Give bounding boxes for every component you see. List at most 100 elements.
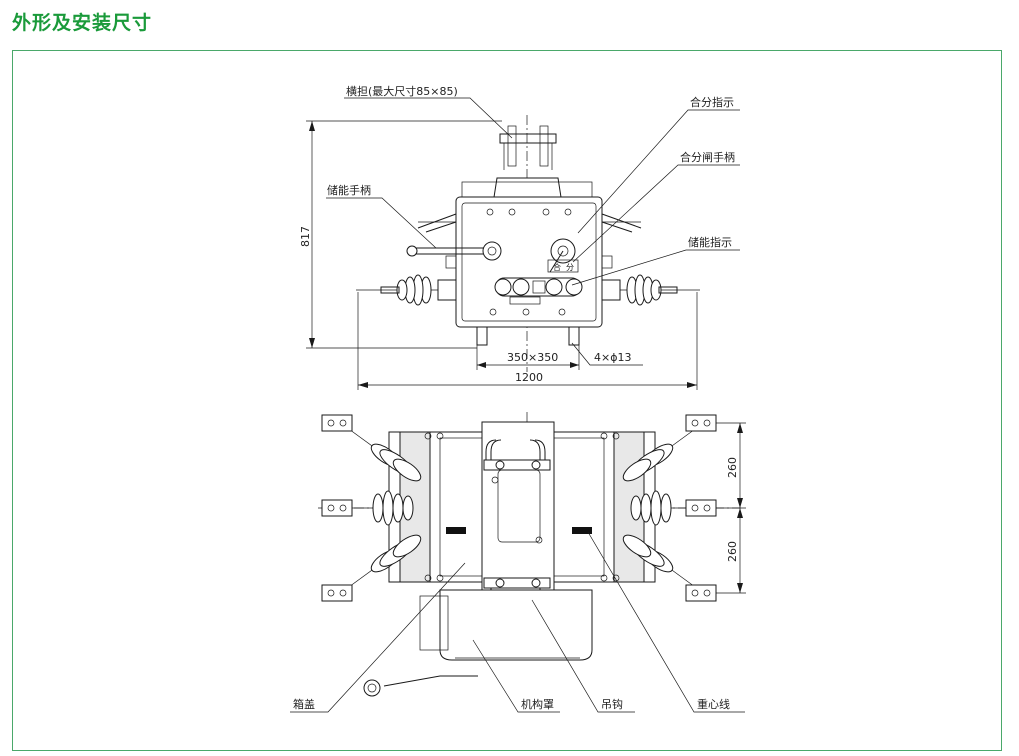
corner-bolt (436, 574, 444, 582)
dim-arrow (570, 362, 579, 368)
indicator-panel-right: 分 (566, 263, 574, 272)
label-lifting-hook: 吊钩 (601, 697, 623, 711)
insulator-bottom-right (622, 534, 703, 593)
insulator-middle-right (630, 490, 694, 526)
dim-arrow (477, 362, 486, 368)
insulator-middle-left (350, 490, 414, 526)
main-box (455, 196, 603, 328)
insulator-top-right (622, 423, 703, 482)
drawing-frame (12, 50, 1002, 751)
indicator-panel-left: 合 (553, 262, 561, 272)
label-open-close-handle: 合分闸手柄 (680, 150, 735, 164)
indicator-right (565, 278, 583, 296)
front-view: 合 分 (299, 84, 740, 390)
dim-base-label: 350×350 (507, 351, 558, 364)
corner-bolt (612, 432, 620, 440)
crossarm-bolt-right (539, 125, 549, 167)
mechanism-side (419, 595, 449, 651)
energy-handle-hub (482, 241, 502, 261)
open-close-handle-center (557, 245, 569, 257)
indicator-left (494, 278, 512, 296)
label-mechanism-cover: 机构罩 (521, 697, 554, 711)
side-bracket-left (417, 213, 457, 233)
insulator-left (396, 274, 432, 306)
nameplate (509, 296, 541, 305)
terminal-tl (321, 414, 353, 432)
flange-right (613, 431, 645, 583)
fitting-left (445, 255, 457, 269)
corner-bolt (612, 574, 620, 582)
dim-arrow (737, 423, 743, 433)
main-box-inner (461, 202, 597, 322)
box-bolt (564, 208, 572, 216)
leader-box-cover (290, 562, 466, 713)
dim-width-label: 1200 (515, 371, 543, 384)
leader-mechanism-cover (472, 639, 560, 713)
dim-arrow (309, 338, 315, 348)
dim-arrow (309, 121, 315, 131)
dim-spacing-top-label: 260 (726, 457, 739, 478)
dim-arrow (737, 508, 743, 518)
label-center-of-gravity: 重心线 (697, 697, 730, 711)
open-close-handle-lever (549, 250, 564, 273)
top-view: 260 260 箱盖 机构罩 吊钩 重心线 (290, 412, 746, 713)
label-energy-indicator: 储能指示 (688, 235, 732, 249)
box-bolt (489, 308, 497, 316)
terminal-ml (321, 499, 353, 517)
plate-bolt (535, 536, 543, 544)
leader-energy-indicator (571, 249, 740, 286)
dim-arrow (358, 382, 368, 388)
corner-bolt (600, 574, 608, 582)
box-bolt (508, 208, 516, 216)
indicator-center (532, 280, 546, 294)
lifting-hook-top (483, 439, 551, 471)
corner-bolt (436, 432, 444, 440)
crossarm-bar (499, 133, 557, 144)
dim-height-label: 817 (299, 226, 312, 247)
box-bolt (558, 308, 566, 316)
leader-open-close-indicator (577, 109, 740, 234)
dim-holes-leader (571, 342, 643, 366)
terminal-tr (685, 414, 717, 432)
insulator-top-left (341, 423, 422, 482)
bushing-base-right (601, 279, 621, 301)
crossarm-bolt-left (507, 125, 517, 167)
box-bolt (522, 308, 530, 316)
dim-arrow (737, 583, 743, 593)
dim-spacing-bottom-label: 260 (726, 541, 739, 562)
plate-bolt (491, 476, 499, 484)
dim-arrow (687, 382, 697, 388)
box-bolt (486, 208, 494, 216)
leader-center-of-gravity (587, 531, 745, 713)
base-foot-right (568, 326, 580, 346)
dim-holes-label: 4×ϕ13 (594, 351, 631, 364)
insulator-bottom-left (341, 534, 422, 593)
corner-bolt (424, 432, 432, 440)
energy-handle-knob (406, 245, 418, 257)
indicator-panel (547, 259, 579, 273)
gravity-mark-left (446, 527, 466, 534)
label-crossarm: 横担(最大尺寸85×85) (346, 84, 458, 98)
box-bolt (542, 208, 550, 216)
label-energy-handle: 储能手柄 (327, 183, 371, 197)
terminal-right (658, 286, 678, 294)
handle-ring (363, 679, 381, 697)
leader-energy-handle (326, 197, 437, 249)
gravity-mark-right (572, 527, 592, 534)
corner-bolt (424, 574, 432, 582)
terminal-mr (685, 499, 717, 517)
handle-ring-inner (367, 683, 377, 693)
label-open-close-indicator: 合分指示 (690, 95, 734, 109)
terminal-bl (321, 584, 353, 602)
dim-arrow (737, 498, 743, 508)
insulator-right (626, 274, 662, 306)
corner-bolt (600, 432, 608, 440)
handle-lever (383, 675, 478, 687)
indicator-mid-right (545, 278, 563, 296)
base-foot-left (476, 326, 488, 346)
fitting-right (601, 255, 613, 269)
indicator-mid-left (512, 278, 530, 296)
energy-handle-hub-center (487, 246, 497, 256)
terminal-left (380, 286, 400, 294)
